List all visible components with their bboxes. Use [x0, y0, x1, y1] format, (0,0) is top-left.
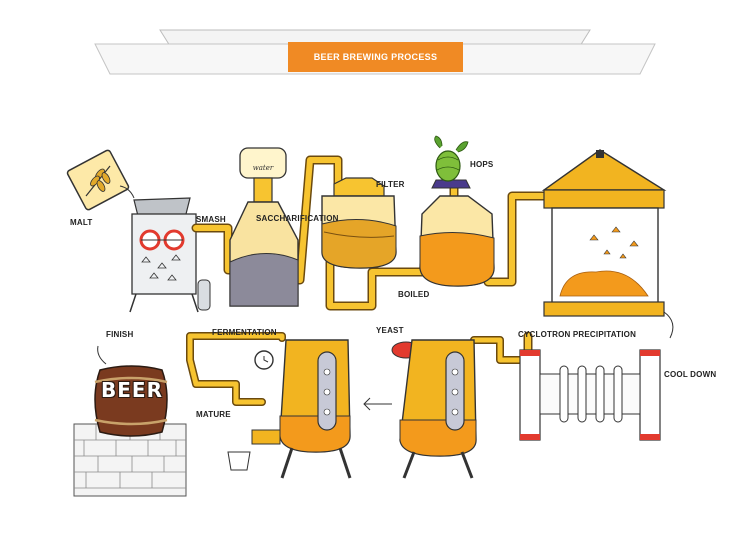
saccharification-tank [229, 147, 299, 307]
step-label-hops: HOPS [470, 160, 494, 169]
cyclotron-tank [541, 149, 667, 317]
fermentation-tank [227, 339, 352, 479]
step-label-saccharification: SACCHARIFICATION [256, 214, 339, 223]
step-label-fermentation: FERMENTATION [212, 328, 277, 337]
beer-barrel [73, 365, 187, 497]
step-label-yeast: YEAST [376, 326, 404, 335]
water-tank-label: water [252, 164, 274, 172]
header-banner [94, 29, 656, 75]
hops-icon [431, 135, 471, 189]
step-label-boiled: BOILED [398, 290, 430, 299]
filter-tank [321, 177, 397, 269]
malt-icon [66, 149, 130, 211]
page-title: BEER BREWING PROCESS [313, 52, 438, 62]
step-label-cyclotron: CYCLOTRON PRECIPITATION [518, 330, 637, 339]
arrow-finish [97, 345, 107, 365]
step-label-malt: MALT [70, 218, 93, 227]
yeast-fermenter [391, 339, 477, 479]
mill-machine [129, 197, 211, 313]
step-label-finish: FINISH [106, 330, 134, 339]
arrow-yeast-to-fermentation [363, 397, 392, 411]
arrow-cyclotron-to-cool [663, 311, 674, 339]
step-label-smash: SMASH [196, 215, 226, 224]
barrel-label: BEER [101, 378, 163, 402]
step-label-mature: MATURE [196, 410, 231, 419]
step-label-filter: FILTER [376, 180, 405, 189]
boil-kettle [419, 195, 495, 287]
arrow-malt-to-smash [119, 185, 135, 199]
header-title-plate [288, 42, 463, 72]
cooling-exchanger [519, 349, 661, 441]
step-label-cool-down: COOL DOWN [664, 370, 717, 379]
